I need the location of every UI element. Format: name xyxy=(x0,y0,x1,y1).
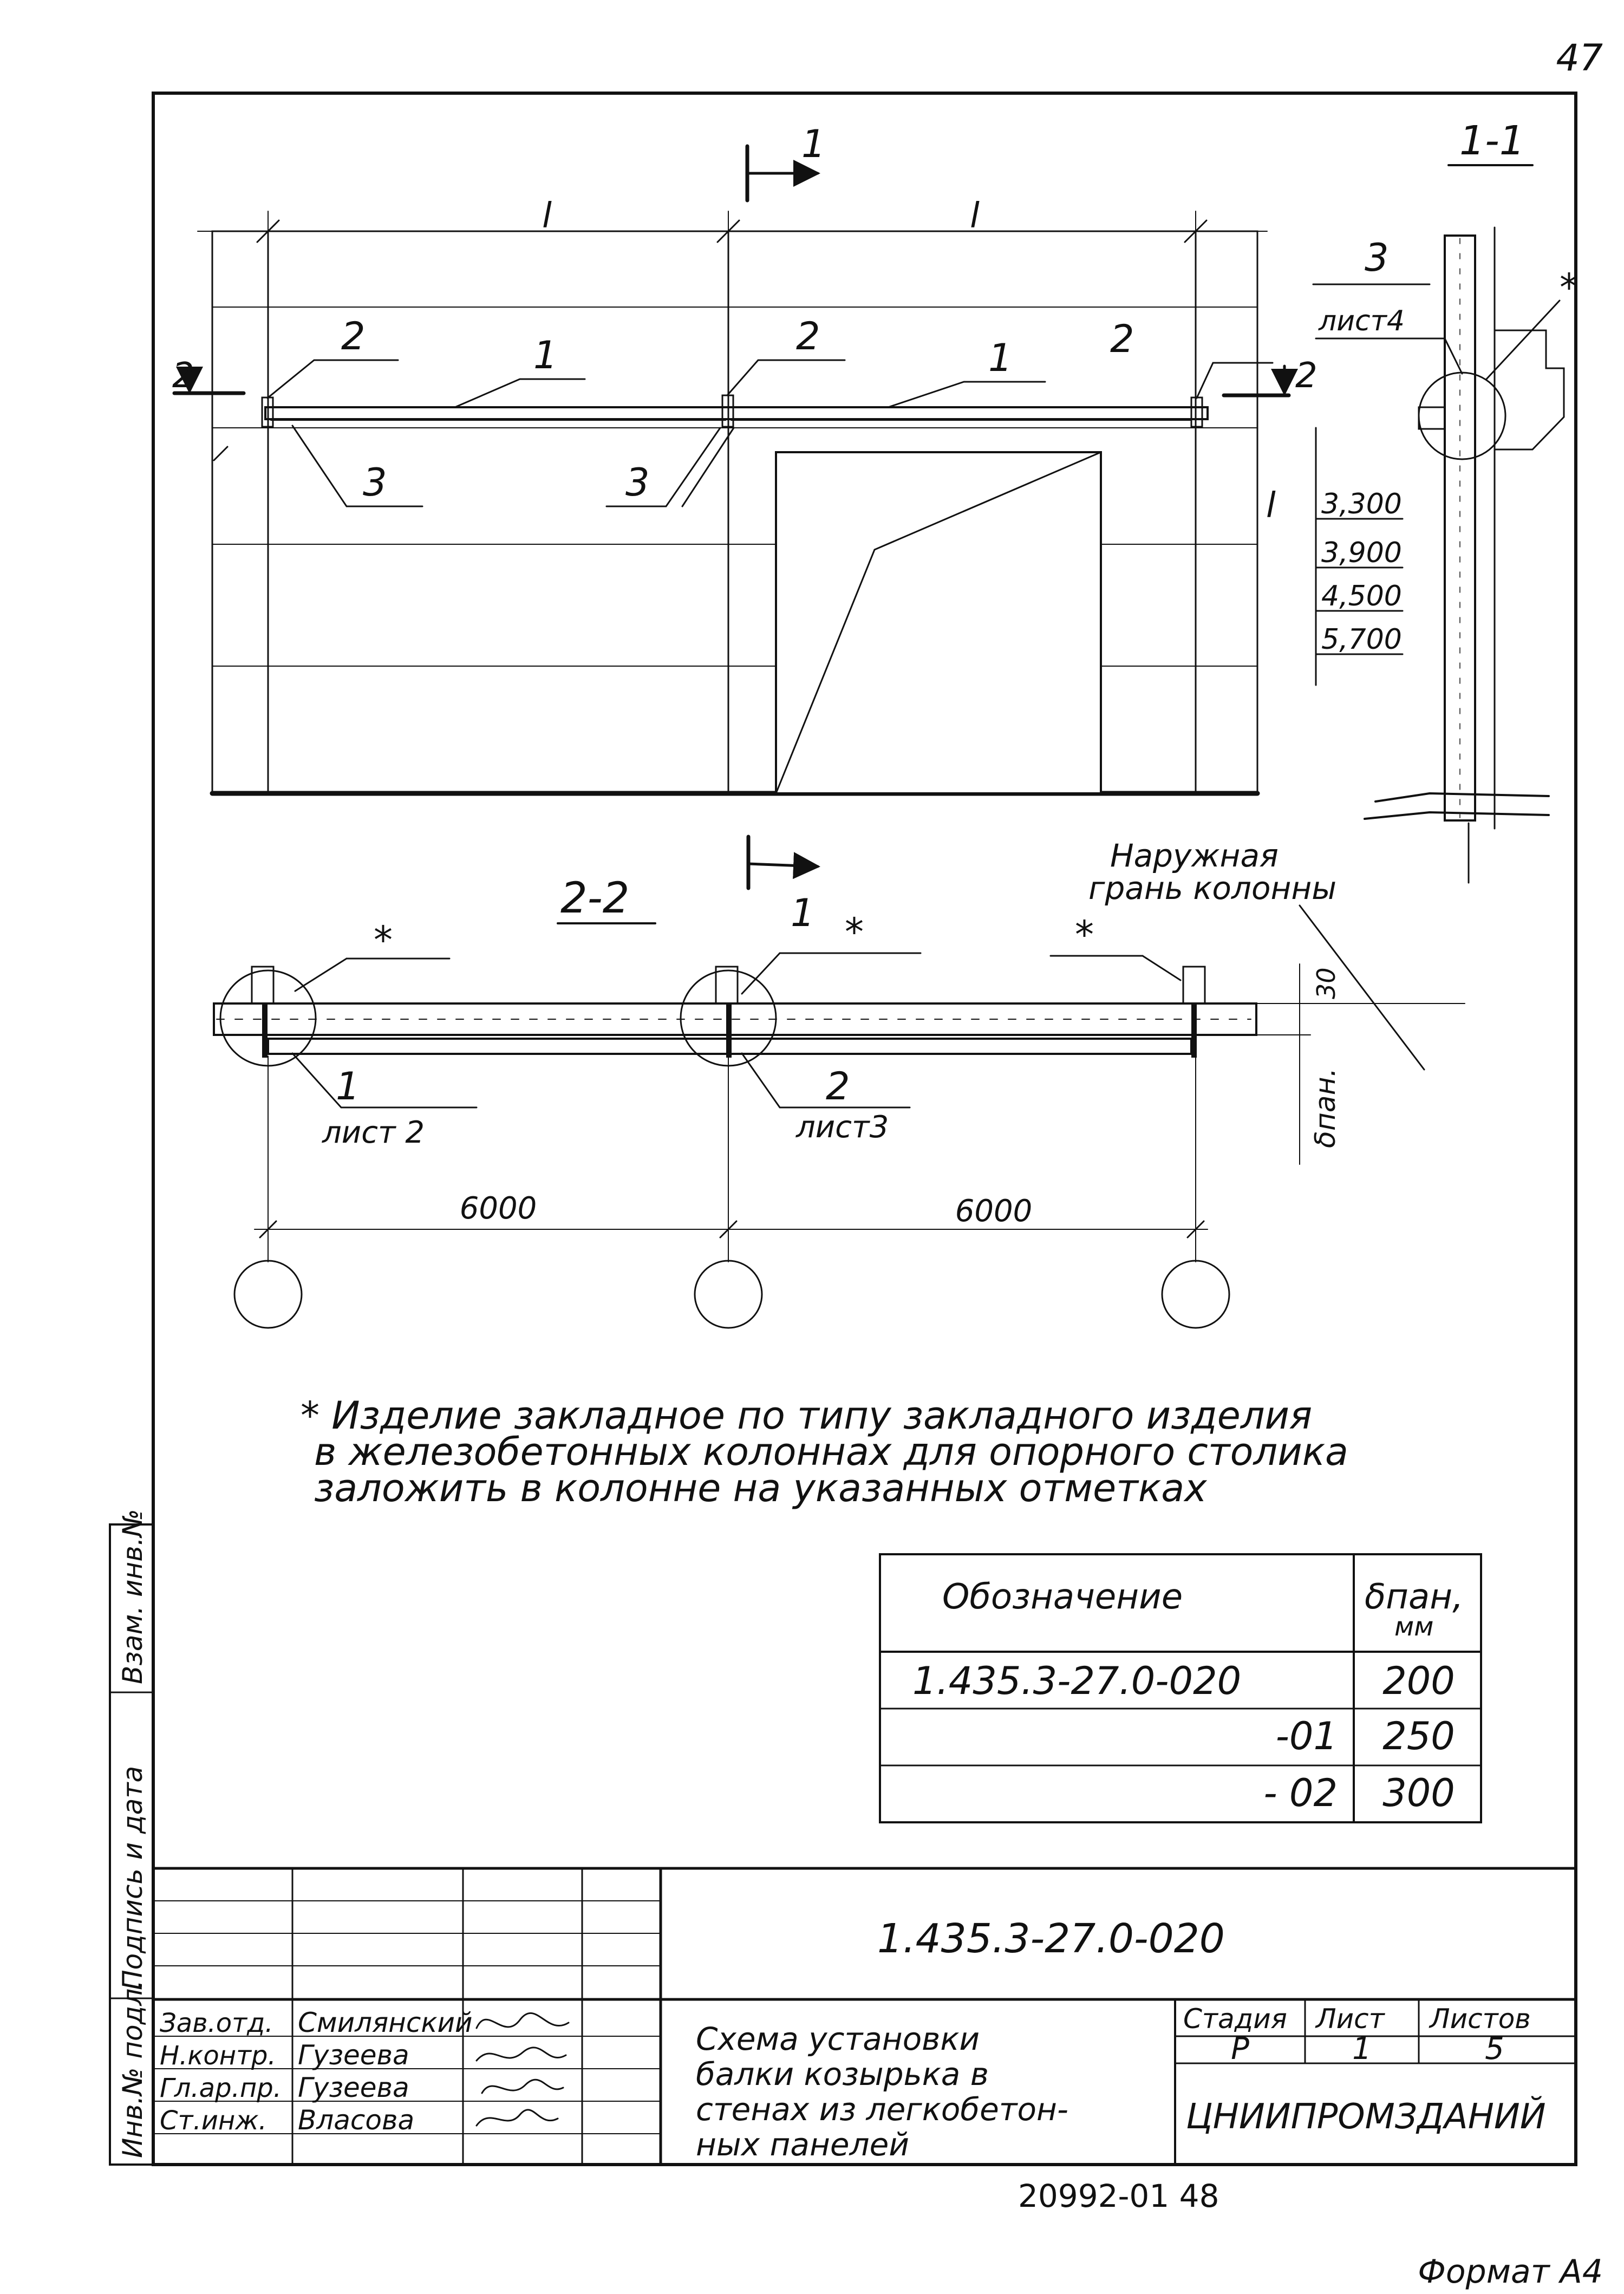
table-header-designation: Обозначение xyxy=(942,1577,1183,1617)
section-1-1-title: 1-1 xyxy=(1459,118,1525,164)
sheet-frame xyxy=(152,92,1577,2166)
note: * Изделие закладное по типу закладного и… xyxy=(301,1393,1348,1510)
section-2-left: 2 xyxy=(172,356,194,396)
document-code: 1.435.3-27.0-020 xyxy=(877,1915,1225,1962)
left-margin-strip: Взам. инв.№ Подпись и дата Инв.№ подл. xyxy=(109,1509,154,2166)
outer-face-line1: Наружная xyxy=(1110,837,1279,874)
note-line2: в железобетонных колоннах для опорного с… xyxy=(314,1430,1348,1474)
staff-name-2: Гузеева xyxy=(298,2039,409,2071)
signature-4 xyxy=(475,2109,559,2127)
elevation-view: l l 1 2 2 2 2 2 1 1 3 3 l xyxy=(172,122,1318,796)
item-1-b: 1 xyxy=(988,336,1013,380)
section-2-2-asterisk-2: * xyxy=(845,910,864,954)
staff-name-4: Власова xyxy=(298,2104,414,2136)
staff-role-4: Ст.инж. xyxy=(160,2106,267,2136)
title-block: 1.435.3-27.0-020 Стадия Лист Листов Р 1 … xyxy=(152,1867,1577,2166)
title-line4: ных панелей xyxy=(696,2126,909,2163)
dim-l-left: l xyxy=(542,196,552,236)
dim-l-side: l xyxy=(1266,486,1276,526)
format-label: Формат А4 xyxy=(1418,2253,1603,2291)
stage-value: Р xyxy=(1231,2031,1249,2067)
page-number: 47 xyxy=(1556,37,1603,80)
margin-inv-replace: Взам. инв.№ xyxy=(117,1509,148,1684)
axis-bubble-3 xyxy=(1161,1260,1230,1329)
section-2-right: 2 xyxy=(1295,356,1318,396)
section-1-1: 1-1 3 лист4 * 3,300 3,900 4,500 5,700 На… xyxy=(1088,118,1579,1071)
staff-name-3: Гузеева xyxy=(298,2072,409,2103)
table-row-1-value: 200 xyxy=(1382,1659,1455,1703)
callout-1-sheet: лист 2 xyxy=(322,1115,425,1150)
sheet-label: Лист xyxy=(1315,2003,1386,2035)
height-mark-1: 3,300 xyxy=(1321,488,1402,520)
signature-2 xyxy=(475,2047,567,2062)
section-2-2-asterisk-1: * xyxy=(374,918,393,962)
staff-name-1: Смилянский xyxy=(298,2007,473,2038)
sheet-value: 1 xyxy=(1352,2031,1372,2067)
variants-table: Обозначение δпан, мм 1.435.3-27.0-020 20… xyxy=(879,1553,1482,1823)
item-1-a: 1 xyxy=(533,333,558,377)
span-1: 6000 xyxy=(460,1191,537,1226)
item-2-c: 2 xyxy=(1110,317,1134,361)
callout-1-num: 1 xyxy=(336,1064,360,1109)
signature-3 xyxy=(481,2078,564,2094)
outer-face-line2: грань колонны xyxy=(1088,870,1336,907)
table-row-2-designation: -01 xyxy=(1276,1714,1338,1758)
note-line3: заложить в колонне на указанных отметках xyxy=(314,1466,1207,1510)
callout-2-sheet: лист3 xyxy=(795,1110,889,1145)
title-line3: стенах из легкобетон- xyxy=(696,2091,1068,2128)
item-3-b: 3 xyxy=(625,460,650,505)
item-2-b: 2 xyxy=(796,314,820,359)
organization: ЦНИИПРОМЗДАНИЙ xyxy=(1186,2096,1546,2137)
stage-label: Стадия xyxy=(1183,2003,1287,2035)
section-2-2: 2-2 1 * * * 1 лист 2 2 лист3 xyxy=(213,835,1465,1329)
height-mark-4: 5,700 xyxy=(1321,623,1402,656)
span-2: 6000 xyxy=(955,1194,1033,1229)
staff-role-3: Гл.ар.пр. xyxy=(160,2073,282,2103)
title-line1: Схема установки xyxy=(696,2021,980,2057)
signature-1 xyxy=(475,2012,570,2029)
table-row-1-designation: 1.435.3-27.0-020 xyxy=(912,1659,1241,1703)
table-row-3-value: 300 xyxy=(1382,1771,1455,1815)
staff-role-1: Зав.отд. xyxy=(160,2008,273,2038)
table-row-3-designation: - 02 xyxy=(1263,1771,1338,1815)
callout-3-num: 3 xyxy=(1365,236,1389,280)
title-line2: балки козырька в xyxy=(696,2056,989,2093)
margin-inv-no: Инв.№ подл. xyxy=(117,1980,148,2158)
table-header-thickness-2: мм xyxy=(1394,1612,1433,1642)
height-mark-2: 3,900 xyxy=(1321,537,1402,569)
axis-bubble-2 xyxy=(694,1260,763,1329)
section-1-1-asterisk: * xyxy=(1560,265,1579,310)
callout-2-num: 2 xyxy=(826,1064,850,1109)
table-header-thickness-1: δпан, xyxy=(1365,1577,1463,1617)
dim-l-right: l xyxy=(970,196,980,236)
callout-3-sheet: лист4 xyxy=(1318,305,1405,337)
item-2-a: 2 xyxy=(341,314,366,359)
sheets-value: 5 xyxy=(1485,2031,1504,2067)
table-row-2-value: 250 xyxy=(1382,1714,1455,1758)
bottom-number: 20992-01 48 xyxy=(1018,2178,1219,2214)
axis-bubble-1 xyxy=(233,1260,303,1329)
item-3-a: 3 xyxy=(363,460,387,505)
sheets-label: Листов xyxy=(1429,2003,1531,2035)
height-mark-3: 4,500 xyxy=(1321,580,1402,612)
section-2-2-title: 2-2 xyxy=(560,874,629,923)
section-mark-1: 1 xyxy=(801,122,826,166)
section-2-2-asterisk-3: * xyxy=(1075,913,1094,957)
dim-bpan: δпан. xyxy=(1309,1068,1342,1148)
margin-sign-date: Подпись и дата xyxy=(117,1766,148,1990)
note-line1: * Изделие закладное по типу закладного и… xyxy=(301,1393,1312,1438)
staff-role-2: Н.контр. xyxy=(160,2041,276,2071)
section-2-2-cut-mark: 1 xyxy=(791,891,815,935)
dim-30: 30 xyxy=(1312,967,1341,999)
